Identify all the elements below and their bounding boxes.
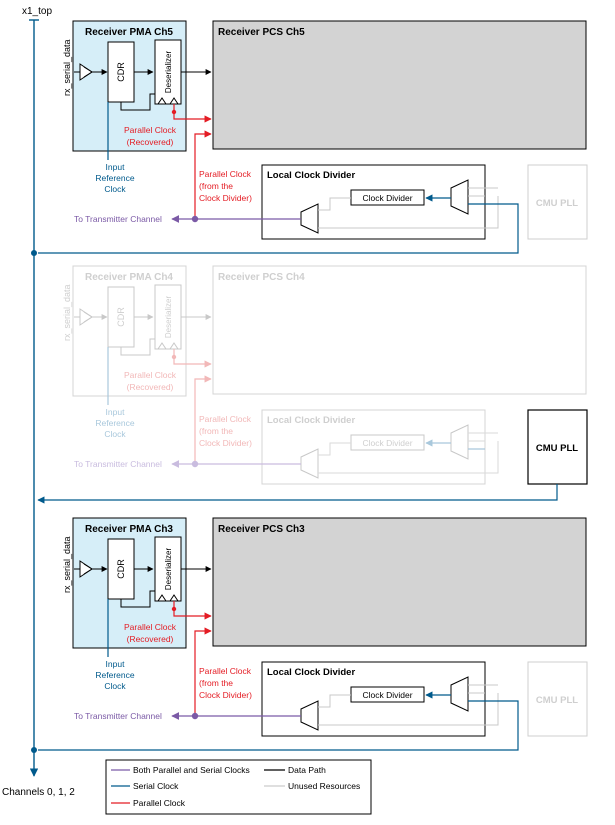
clock-divider-label: Clock Divider [362, 438, 412, 448]
input-ref-2: Reference [95, 418, 134, 428]
cmu-pll-ch5-label: CMU PLL [536, 198, 578, 209]
deserializer-block [154, 536, 182, 602]
channels-label: Channels 0, 1, 2 [2, 787, 75, 798]
cdr-label: CDR [116, 62, 126, 82]
channel-block-2: Receiver PMA Ch3 Receiver PCS Ch3 rx_seria… [31, 517, 587, 753]
channel-block-0: Receiver PMA Ch5 Receiver PCS Ch5 rx_seria… [31, 20, 587, 256]
parallel-clock-recovered-1: Parallel Clock [124, 125, 177, 135]
local-clock-divider-title: Local Clock Divider [267, 415, 355, 426]
pma-title: Receiver PMA Ch5 [85, 27, 173, 38]
pma-title: Receiver PMA Ch4 [85, 272, 173, 283]
cmu-pll-ch5: CMU PLL [527, 164, 588, 240]
parallel-clock-divider-1: Parallel Clock [199, 414, 252, 424]
legend-parallel-label: Parallel Clock [133, 798, 186, 808]
legend-serial-label: Serial Clock [133, 781, 179, 791]
pcs-title: Receiver PCS Ch5 [218, 27, 305, 38]
deserializer-label: Deserializer [164, 51, 173, 94]
rx-serial-data-label: rx_serial_data [62, 39, 72, 96]
to-transmitter-label: To Transmitter Channel [74, 459, 162, 469]
to-transmitter-label: To Transmitter Channel [74, 711, 162, 721]
pcs-title: Receiver PCS Ch3 [218, 524, 305, 535]
cdr-label: CDR [116, 559, 126, 579]
parallel-clock-divider-2: (from the [199, 426, 233, 436]
parallel-clock-divider-1: Parallel Clock [199, 169, 252, 179]
input-ref-1: Input [106, 162, 126, 172]
cdr-block [107, 538, 135, 600]
cmu-pll-ch4-label: CMU PLL [536, 443, 578, 454]
parallel-clock-recovered-2: (Recovered) [127, 634, 174, 644]
parallel-clock-recovered-2: (Recovered) [127, 382, 174, 392]
input-ref-2: Reference [95, 670, 134, 680]
deserializer-block [154, 284, 182, 350]
pcs-title: Receiver PCS Ch4 [218, 272, 305, 283]
input-ref-3: Clock [104, 429, 126, 439]
parallel-clock-recovered-1: Parallel Clock [124, 622, 177, 632]
input-ref-1: Input [106, 407, 126, 417]
parallel-clock-recovered-2: (Recovered) [127, 137, 174, 147]
rx-serial-data-label: rx_serial_data [62, 536, 72, 593]
legend-both-label: Both Parallel and Serial Clocks [133, 765, 250, 775]
pcs-box [212, 20, 587, 150]
parallel-clock-divider-3: Clock Divider) [199, 690, 252, 700]
input-ref-3: Clock [104, 184, 126, 194]
parallel-clock-divider-3: Clock Divider) [199, 193, 252, 203]
pma-title: Receiver PMA Ch3 [85, 524, 173, 535]
x1-top-label: x1_top [22, 6, 52, 17]
channel-block-1: Receiver PMA Ch4 Receiver PCS Ch4 rx_seria… [62, 265, 587, 485]
parallel-clock-divider-2: (from the [199, 181, 233, 191]
input-ref-3: Clock [104, 681, 126, 691]
output-mux-icon [300, 448, 319, 479]
pcs-box [212, 265, 587, 395]
output-mux-icon [300, 203, 319, 234]
parallel-clock-recovered-1: Parallel Clock [124, 370, 177, 380]
input-mux-icon [450, 179, 469, 215]
cmu-pll-ch3-label: CMU PLL [536, 695, 578, 706]
input-ref-1: Input [106, 659, 126, 669]
input-mux-icon [450, 424, 469, 460]
legend-data-label: Data Path [288, 765, 326, 775]
deserializer-label: Deserializer [164, 548, 173, 591]
cmu-pll-ch3: CMU PLL [527, 661, 588, 737]
legend-unused-label: Unused Resources [288, 781, 360, 791]
to-transmitter-label: To Transmitter Channel [74, 214, 162, 224]
cdr-label: CDR [116, 307, 126, 327]
pcs-box [212, 517, 587, 647]
input-ref-2: Reference [95, 173, 134, 183]
legend: Both Parallel and Serial Clocks Serial C… [105, 759, 372, 815]
channel-stack: Receiver PMA Ch5 Receiver PCS Ch5 rx_seria… [31, 20, 587, 753]
clock-divider-label: Clock Divider [362, 690, 412, 700]
parallel-clock-divider-3: Clock Divider) [199, 438, 252, 448]
parallel-clock-divider-1: Parallel Clock [199, 666, 252, 676]
clock-divider-label: Clock Divider [362, 193, 412, 203]
parallel-clock-divider-2: (from the [199, 678, 233, 688]
cmu-pll-ch4: CMU PLL [37, 409, 588, 504]
local-clock-divider-title: Local Clock Divider [267, 667, 355, 678]
rx-serial-data-label: rx_serial_data [62, 284, 72, 341]
local-clock-divider-title: Local Clock Divider [267, 170, 355, 181]
x1-clock-bus: x1_top Channels 0, 1, 2 [2, 6, 75, 798]
input-mux-icon [450, 676, 469, 712]
deserializer-label: Deserializer [164, 296, 173, 339]
output-mux-icon [300, 700, 319, 731]
